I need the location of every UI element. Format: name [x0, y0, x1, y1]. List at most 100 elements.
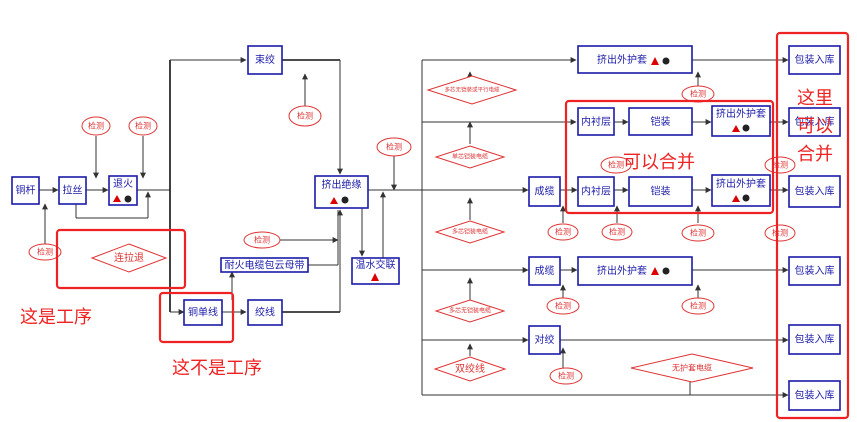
box-kaizhuang-2: 铠装: [628, 176, 693, 207]
box-label: 包装入库: [795, 115, 835, 128]
box-label: 包装入库: [795, 389, 835, 402]
note-zheli-2: 可以: [797, 116, 833, 137]
svg-text:无护套电缆: 无护套电缆: [672, 363, 712, 373]
svg-text:检测: 检测: [690, 228, 706, 238]
diamond-shuangjiaoxian: 双绞线: [433, 356, 507, 382]
check-ellipse: 检测: [681, 85, 715, 103]
box-label: 挤出外护套: [597, 53, 647, 66]
dot-icon: [742, 124, 750, 132]
svg-text:检测: 检测: [690, 89, 706, 99]
box-baozhuang-3: 包装入库: [788, 175, 841, 208]
svg-text:检测: 检测: [386, 142, 402, 152]
svg-text:单芯铠装电缆: 单芯铠装电缆: [452, 153, 488, 161]
highlight-tongdanxian: [158, 291, 235, 344]
svg-text:检测: 检测: [772, 160, 788, 170]
svg-text:连拉退: 连拉退: [114, 251, 144, 264]
triangle-icon: [732, 195, 740, 202]
svg-text:多芯无铠装电缆: 多芯无铠装电缆: [449, 307, 491, 315]
dot-icon: [662, 267, 670, 275]
diamond-d1: 多芯无铠装或平行电缆: [426, 75, 518, 105]
box-label: 包装入库: [795, 333, 835, 346]
check-ellipse: 检测: [288, 105, 322, 127]
box-baozhuang-6: 包装入库: [788, 380, 841, 411]
svg-text:多芯无铠装或平行电缆: 多芯无铠装或平行电缆: [444, 86, 500, 94]
svg-text:检测: 检测: [772, 228, 788, 238]
box-neichen-2: 内衬层: [577, 176, 615, 207]
check-ellipse: 检测: [376, 137, 412, 157]
note-shi-gongxu: 这是工序: [20, 307, 92, 328]
highlight-merge-right: [775, 31, 850, 420]
box-jichu-3: 挤出外护套: [711, 174, 771, 207]
diamond-lianlatui: 连拉退: [90, 243, 168, 273]
diamond-d3: 多芯铠装电缆: [434, 220, 506, 244]
box-label: 包装入库: [795, 264, 835, 277]
check-ellipse: 检测: [764, 224, 796, 242]
diamond-wuhutao: 无护套电缆: [630, 353, 754, 383]
diamond-d4: 多芯无铠装电缆: [434, 299, 506, 323]
triangle-icon: [732, 125, 740, 132]
check-ellipse: 检测: [546, 297, 580, 315]
svg-text:检测: 检测: [297, 111, 313, 121]
check-ellipse: 检测: [549, 367, 583, 385]
box-jichu-jueyuan: 挤出绝缘: [314, 175, 369, 209]
svg-text:检测: 检测: [555, 227, 571, 237]
box-jiaoxian: 绞线: [247, 299, 283, 326]
box-label: 成缆: [535, 264, 555, 277]
box-label: 铠装: [651, 115, 671, 128]
box-jichu-4: 挤出外护套: [577, 256, 693, 286]
check-ellipse: 检测: [681, 224, 715, 242]
dot-icon: [341, 196, 349, 204]
svg-text:检测: 检测: [690, 301, 706, 311]
box-baozhuang-4: 包装入库: [788, 256, 841, 286]
box-label: 对绞: [535, 333, 555, 346]
box-label: 铜单线: [188, 306, 218, 319]
check-ellipse: 检测: [243, 231, 281, 249]
box-tongdanxian: 铜单线: [183, 299, 223, 326]
box-kaizhuang-1: 铠装: [628, 107, 693, 136]
triangle-icon: [651, 267, 659, 275]
triangle-icon: [113, 195, 121, 202]
box-lasi: 拉丝: [58, 176, 87, 205]
check-ellipse: 检测: [128, 116, 158, 136]
dot-icon: [742, 194, 750, 202]
svg-text:检测: 检测: [555, 301, 571, 311]
box-label: 铠装: [651, 185, 671, 198]
box-shujiao: 束绞: [247, 45, 283, 75]
svg-text:检测: 检测: [254, 235, 270, 245]
box-label: 耐火电缆包云母带: [225, 259, 305, 272]
box-baozhuang-2: 包装入库: [788, 107, 841, 137]
box-label: 内衬层: [581, 185, 611, 198]
box-chenglan-2: 成缆: [528, 256, 561, 286]
check-ellipse: 检测: [681, 297, 715, 315]
svg-text:检测: 检测: [608, 160, 624, 170]
svg-text:检测: 检测: [609, 227, 625, 237]
box-naihuo: 耐火电缆包云母带: [220, 257, 309, 273]
box-duijiao: 对绞: [528, 325, 561, 355]
box-label: 包装入库: [795, 53, 835, 66]
box-tonggan: 铜杆: [11, 176, 40, 205]
box-neichen-1: 内衬层: [577, 107, 615, 136]
box-label: 挤出外护套: [597, 264, 647, 277]
note-keyi-hebing: 可以合并: [623, 152, 695, 173]
svg-text:双绞线: 双绞线: [455, 362, 485, 375]
box-chenglan-1: 成缆: [528, 176, 561, 207]
box-label: 成缆: [535, 185, 555, 198]
svg-text:检测: 检测: [558, 371, 574, 381]
highlight-lianlatui: [55, 228, 187, 290]
box-baozhuang-1: 包装入库: [788, 45, 841, 75]
dot-icon: [124, 195, 132, 203]
box-label: 挤出绝缘: [322, 178, 362, 191]
svg-text:检测: 检测: [37, 247, 53, 257]
check-ellipse: 检测: [28, 243, 62, 261]
svg-text:检测: 检测: [88, 121, 104, 131]
box-label: 束绞: [255, 53, 275, 66]
highlight-merge-middle: [564, 99, 775, 215]
check-ellipse: 检测: [600, 156, 632, 174]
svg-text:多芯铠装电缆: 多芯铠装电缆: [452, 228, 488, 236]
triangle-icon: [330, 197, 338, 204]
box-label: 拉丝: [63, 184, 83, 197]
box-tuihuo: 退火: [108, 175, 138, 206]
box-label: 铜杆: [16, 185, 36, 197]
triangle-icon: [651, 57, 659, 65]
